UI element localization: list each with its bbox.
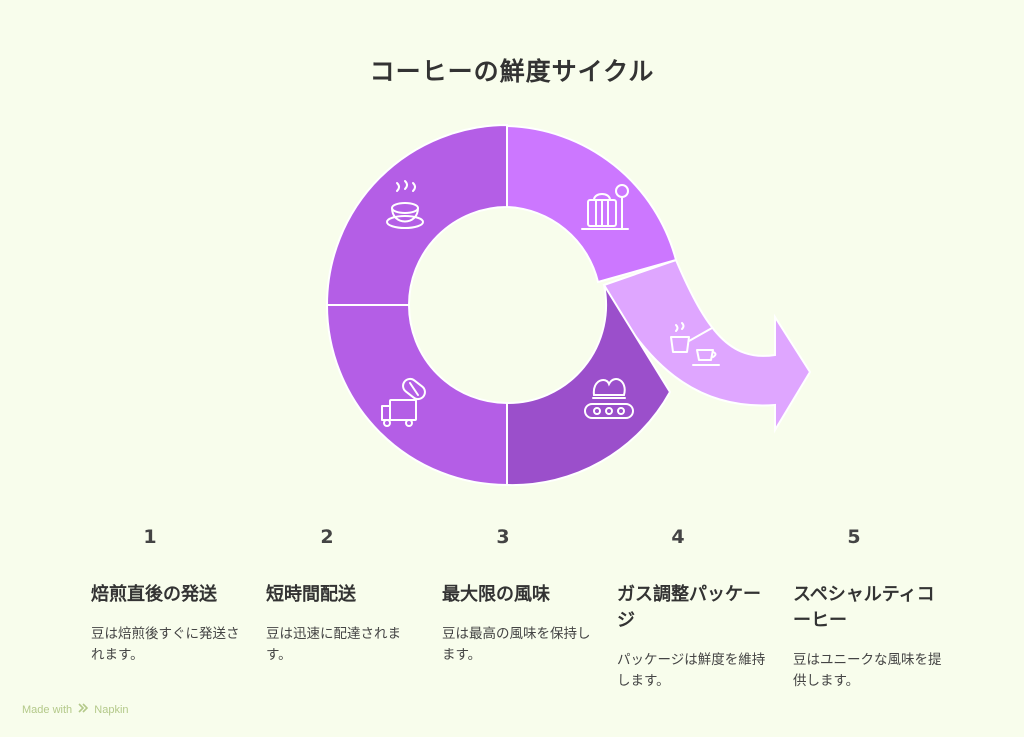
step-5-description: 豆はユニークな風味を提供します。 (793, 652, 942, 689)
page-title: コーヒーの鮮度サイクル (369, 57, 655, 86)
coffee-cup-icon (386, 180, 424, 229)
step-3-title: 最大限の風味 (442, 584, 550, 605)
step-5-title: スペシャルティコーヒー (793, 584, 935, 631)
napkin-brand-label: Napkin (94, 704, 129, 716)
step-5-number: 5 (847, 526, 861, 548)
step-2-number: 2 (320, 526, 334, 548)
segment-conveyor (506, 284, 672, 487)
step-4-description: パッケージは鮮度を維持します。 (617, 652, 766, 689)
made-with-label: Made with (22, 704, 73, 716)
step-4-title: ガス調整パッケージ (617, 584, 761, 631)
step-3-number: 3 (496, 526, 510, 548)
made-with-napkin-badge[interactable]: Made with Napkin (22, 703, 129, 716)
coffee-pot-icon (670, 322, 720, 366)
step-4-number: 4 (671, 526, 685, 548)
step-2-title: 短時間配送 (266, 584, 356, 605)
napkin-logo-icon (78, 703, 89, 716)
step-1-title: 焙煎直後の発送 (91, 584, 217, 605)
step-2-description: 豆は迅速に配達されます。 (266, 626, 401, 663)
step-1-description: 豆は焙煎後すぐに発送されます。 (91, 626, 240, 663)
delivery-truck-icon (381, 377, 426, 427)
scale-bag-icon (581, 184, 629, 230)
segment-roasting (506, 124, 678, 284)
step-1-number: 1 (143, 526, 157, 548)
step-3-description: 豆は最高の風味を保持します。 (442, 626, 591, 663)
conveyor-beans-icon (584, 378, 634, 419)
arrow-segment-specialty (602, 258, 812, 434)
